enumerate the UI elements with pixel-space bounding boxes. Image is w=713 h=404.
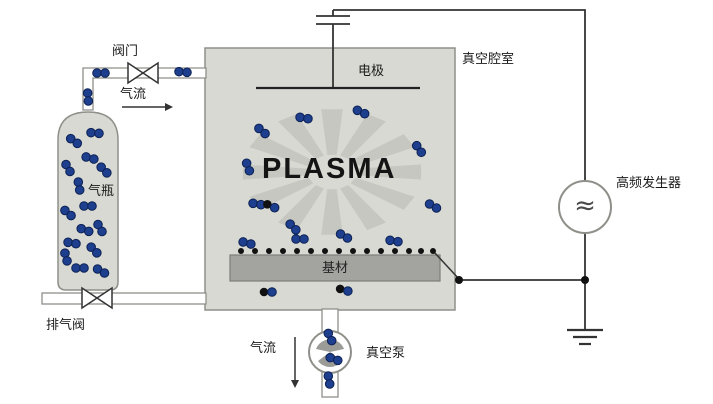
valve-label: 阀门	[112, 43, 139, 58]
gas-flow-arrow-top	[122, 103, 173, 111]
gas-flow-bottom-label: 气流	[250, 340, 277, 355]
substrate-label: 基材	[321, 260, 348, 275]
hf-generator-icon	[558, 180, 612, 234]
gas-flow-arrow-bottom	[291, 337, 299, 388]
molecule-layer	[60, 66, 442, 389]
inlet-valve-icon	[127, 61, 159, 85]
generator-wave-symbol: ≈	[574, 191, 596, 221]
plasma-rays-icon	[242, 109, 422, 235]
electrode-feedthrough-icon	[316, 10, 350, 88]
junction-dot-chamber	[455, 276, 463, 284]
vacuum-pump-label: 真空泵	[366, 345, 406, 360]
electrode-label: 电极	[358, 63, 385, 78]
exhaust-valve-icon	[81, 286, 113, 310]
wire-substrate-lead	[433, 251, 460, 280]
gas-cylinder-label: 气瓶	[88, 183, 115, 198]
substrate-bar	[229, 254, 441, 282]
exhaust-pipe	[41, 292, 207, 305]
gas-flow-top-label: 气流	[120, 86, 147, 101]
wire-electrode-to-generator	[333, 9, 586, 181]
plasma-label: PLASMA	[262, 153, 397, 185]
exhaust-valve-label: 排气阀	[46, 317, 86, 332]
junction-dot-ground	[581, 276, 589, 284]
hf-generator-label: 高频发生器	[616, 175, 682, 190]
vacuum-chamber-label: 真空腔室	[462, 51, 515, 66]
ground-icon	[567, 328, 603, 346]
